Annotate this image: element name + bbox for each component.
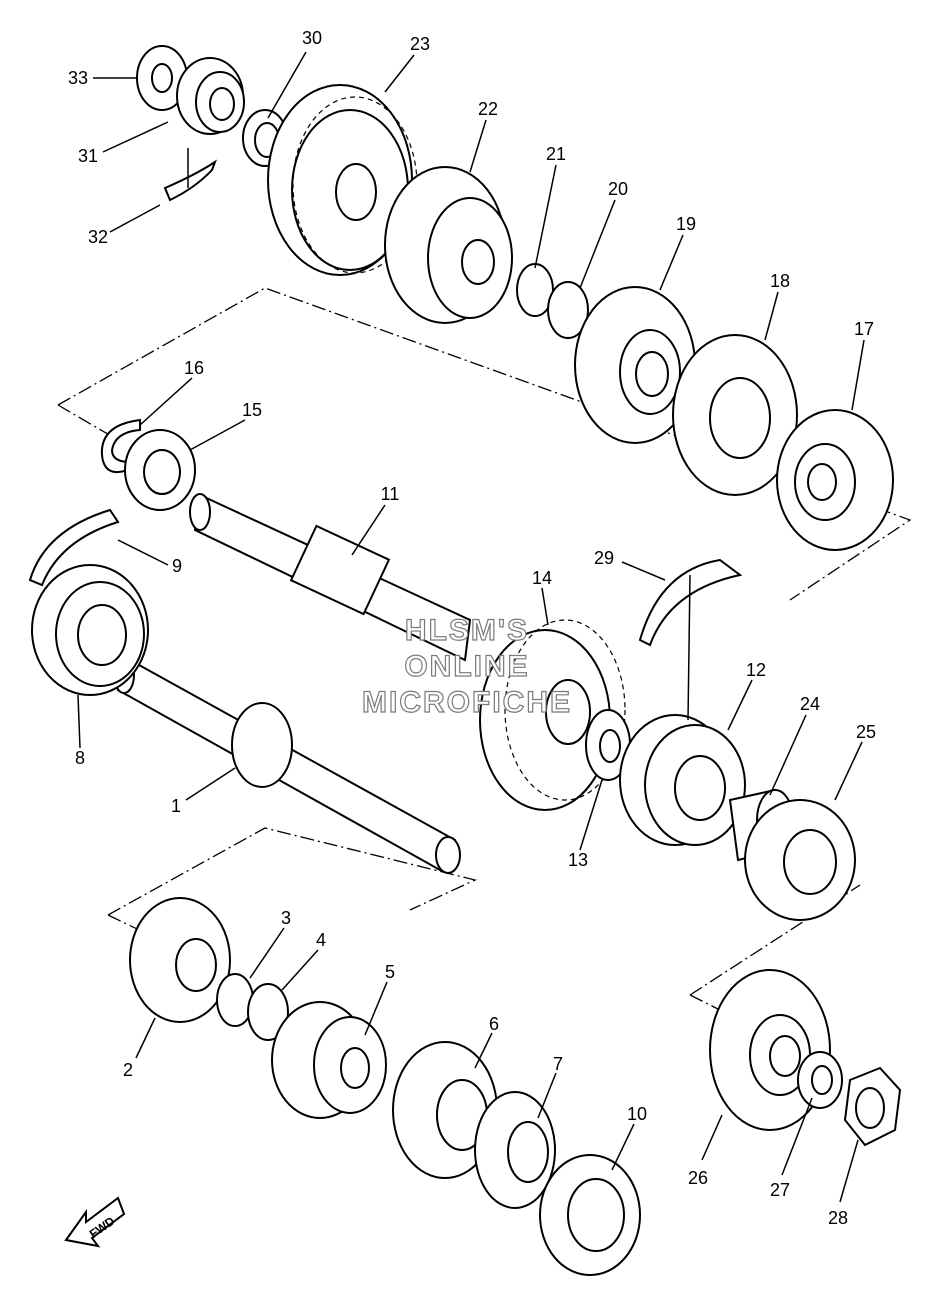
callout-16: 16 (184, 358, 204, 378)
gear-19 (574, 286, 696, 444)
callout-21: 21 (546, 144, 566, 164)
callout-30: 30 (302, 28, 322, 48)
callout-27: 27 (770, 1180, 790, 1200)
callout-14: 14 (532, 568, 552, 588)
callout-5: 5 (385, 962, 395, 982)
callout-3: 3 (281, 908, 291, 928)
callout-26: 26 (688, 1168, 708, 1188)
watermark: HLSM'S ONLINE MICROFICHE (361, 613, 572, 719)
washer-20 (547, 281, 589, 339)
callout-labels: 33 31 32 30 23 22 21 20 19 18 17 16 15 1… (68, 28, 876, 1228)
washer-15 (124, 429, 196, 511)
clip-9 (28, 508, 120, 587)
gear-22 (384, 166, 513, 324)
shaft-11 (189, 493, 472, 662)
callout-11: 11 (381, 484, 400, 504)
callout-1: 1 (171, 796, 181, 816)
bearing-10 (539, 1154, 641, 1276)
callout-17: 17 (854, 319, 874, 339)
gear-7 (474, 1091, 556, 1209)
callout-25: 25 (856, 722, 876, 742)
callout-15: 15 (242, 400, 262, 420)
callout-13: 13 (568, 850, 588, 870)
watermark-line-3: MICROFICHE (362, 686, 572, 719)
leader-lines (77, 51, 865, 1203)
fwd-arrow-icon: FWD (64, 1196, 126, 1248)
bearing-8 (31, 564, 149, 696)
callout-22: 22 (478, 99, 498, 119)
watermark-line-2: ONLINE (404, 650, 529, 683)
callout-12: 12 (746, 660, 766, 680)
nut-28 (843, 1066, 902, 1147)
callout-28: 28 (828, 1208, 848, 1228)
washer-13 (585, 709, 631, 781)
oil-seal-25 (744, 799, 856, 921)
watermark-line-1: HLSM'S (405, 614, 529, 647)
lock-washer-27 (797, 1051, 843, 1109)
callout-8: 8 (75, 748, 85, 768)
gear-6 (392, 1041, 498, 1179)
circlip-4 (247, 983, 289, 1041)
callout-6: 6 (489, 1014, 499, 1034)
callout-20: 20 (608, 179, 628, 199)
callout-9: 9 (172, 556, 182, 576)
callout-2: 2 (123, 1060, 133, 1080)
gear-18 (672, 334, 798, 496)
gear-2 (129, 897, 231, 1023)
callout-4: 4 (316, 930, 326, 950)
callout-19: 19 (676, 214, 696, 234)
gear-5 (271, 1001, 387, 1119)
callout-31: 31 (78, 146, 98, 166)
callout-18: 18 (770, 271, 790, 291)
gear-17 (776, 409, 894, 551)
bearing-12 (619, 714, 746, 846)
clip-29 (638, 558, 743, 647)
callout-23: 23 (410, 34, 430, 54)
callout-24: 24 (800, 694, 820, 714)
callout-10: 10 (627, 1104, 647, 1124)
callout-32: 32 (88, 227, 108, 247)
callout-33: 33 (68, 68, 88, 88)
bearing-31 (136, 45, 245, 202)
callout-29: 29 (594, 548, 614, 568)
callout-7: 7 (553, 1054, 563, 1074)
